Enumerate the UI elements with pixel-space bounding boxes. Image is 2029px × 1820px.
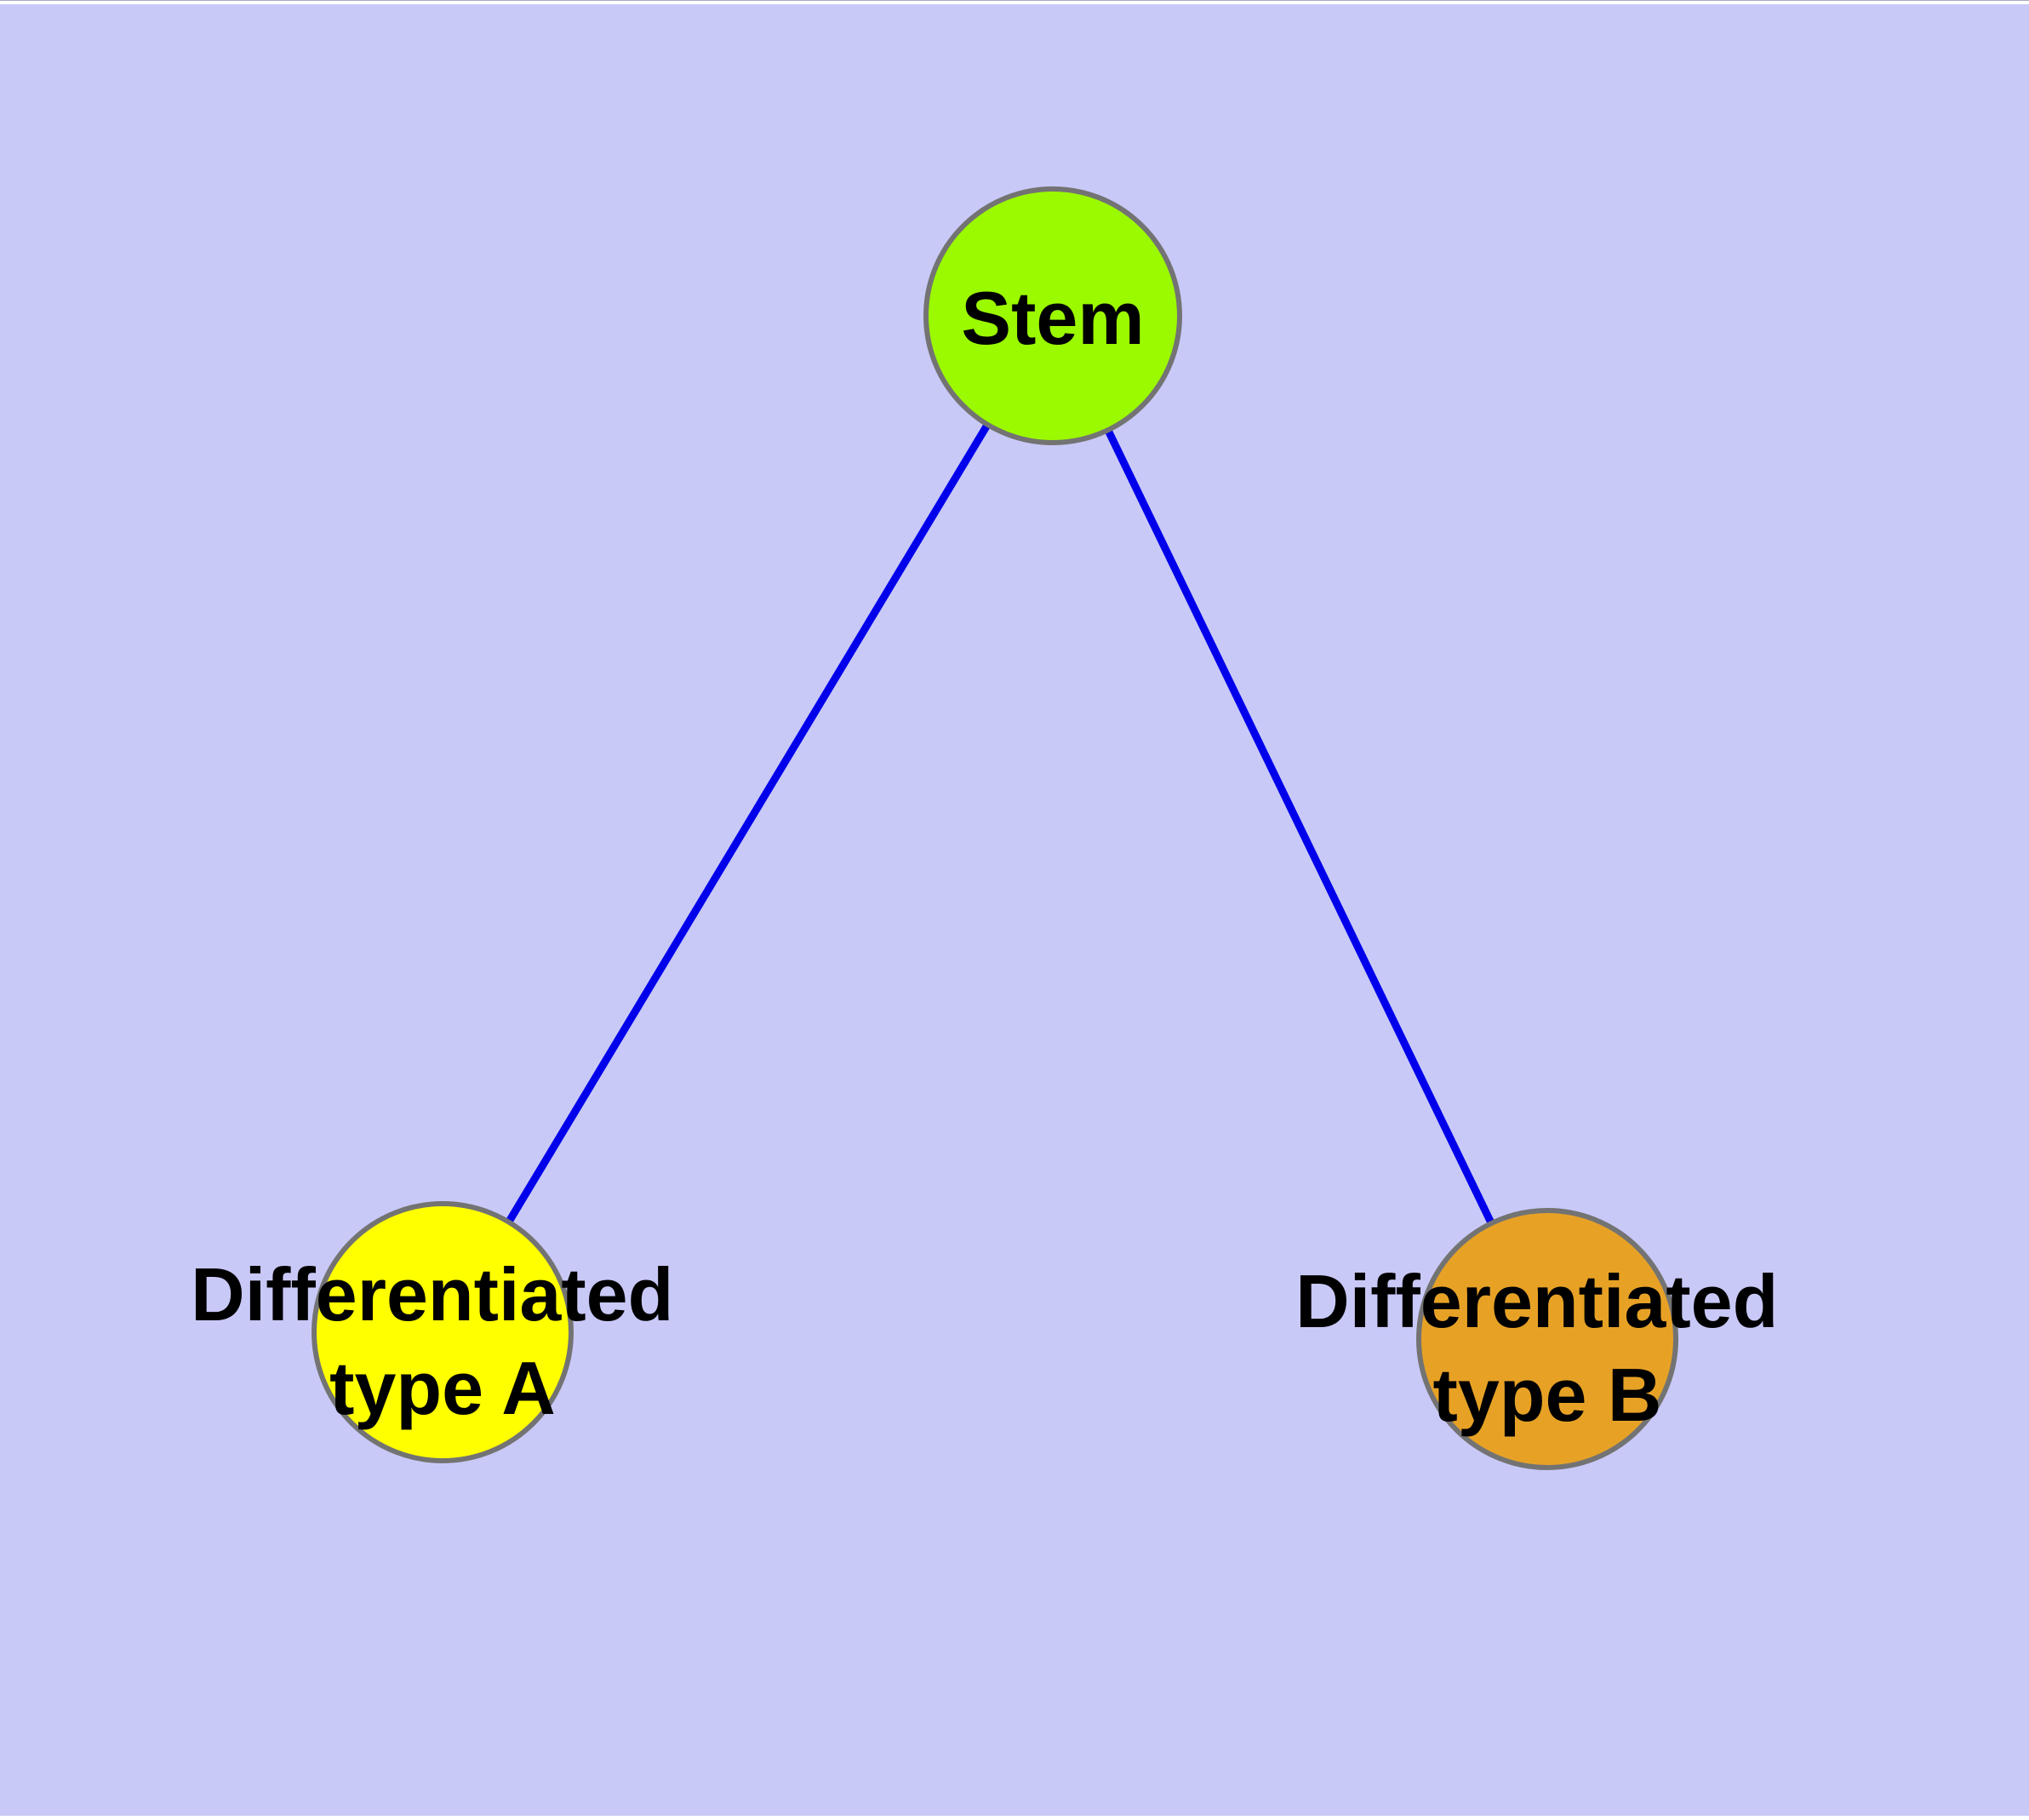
node-type-b-label-line-2: type B xyxy=(1433,1353,1662,1437)
node-type-a-label-line-1: Differentiated xyxy=(191,1252,673,1336)
node-stem-label: Stem xyxy=(961,276,1144,360)
node-type-a-circle xyxy=(311,1201,574,1463)
node-stem-circle xyxy=(923,186,1182,445)
node-type-b-label: Differentiated type B xyxy=(1295,1259,1799,1437)
node-type-a-label: Differentiated type A xyxy=(191,1252,694,1430)
node-type-b-circle xyxy=(1416,1208,1678,1470)
node-type-a-label-line-2: type A xyxy=(329,1346,556,1430)
node-stem-label-line-1: Stem xyxy=(961,276,1144,360)
edge-stem-to-type-b xyxy=(1049,314,1552,1341)
node-type-b-label-line-1: Differentiated xyxy=(1295,1259,1778,1343)
bottom-margin-strip xyxy=(0,1816,2029,1820)
edge-stem-to-type-a xyxy=(439,313,1056,1335)
top-margin-strip xyxy=(0,0,2029,4)
